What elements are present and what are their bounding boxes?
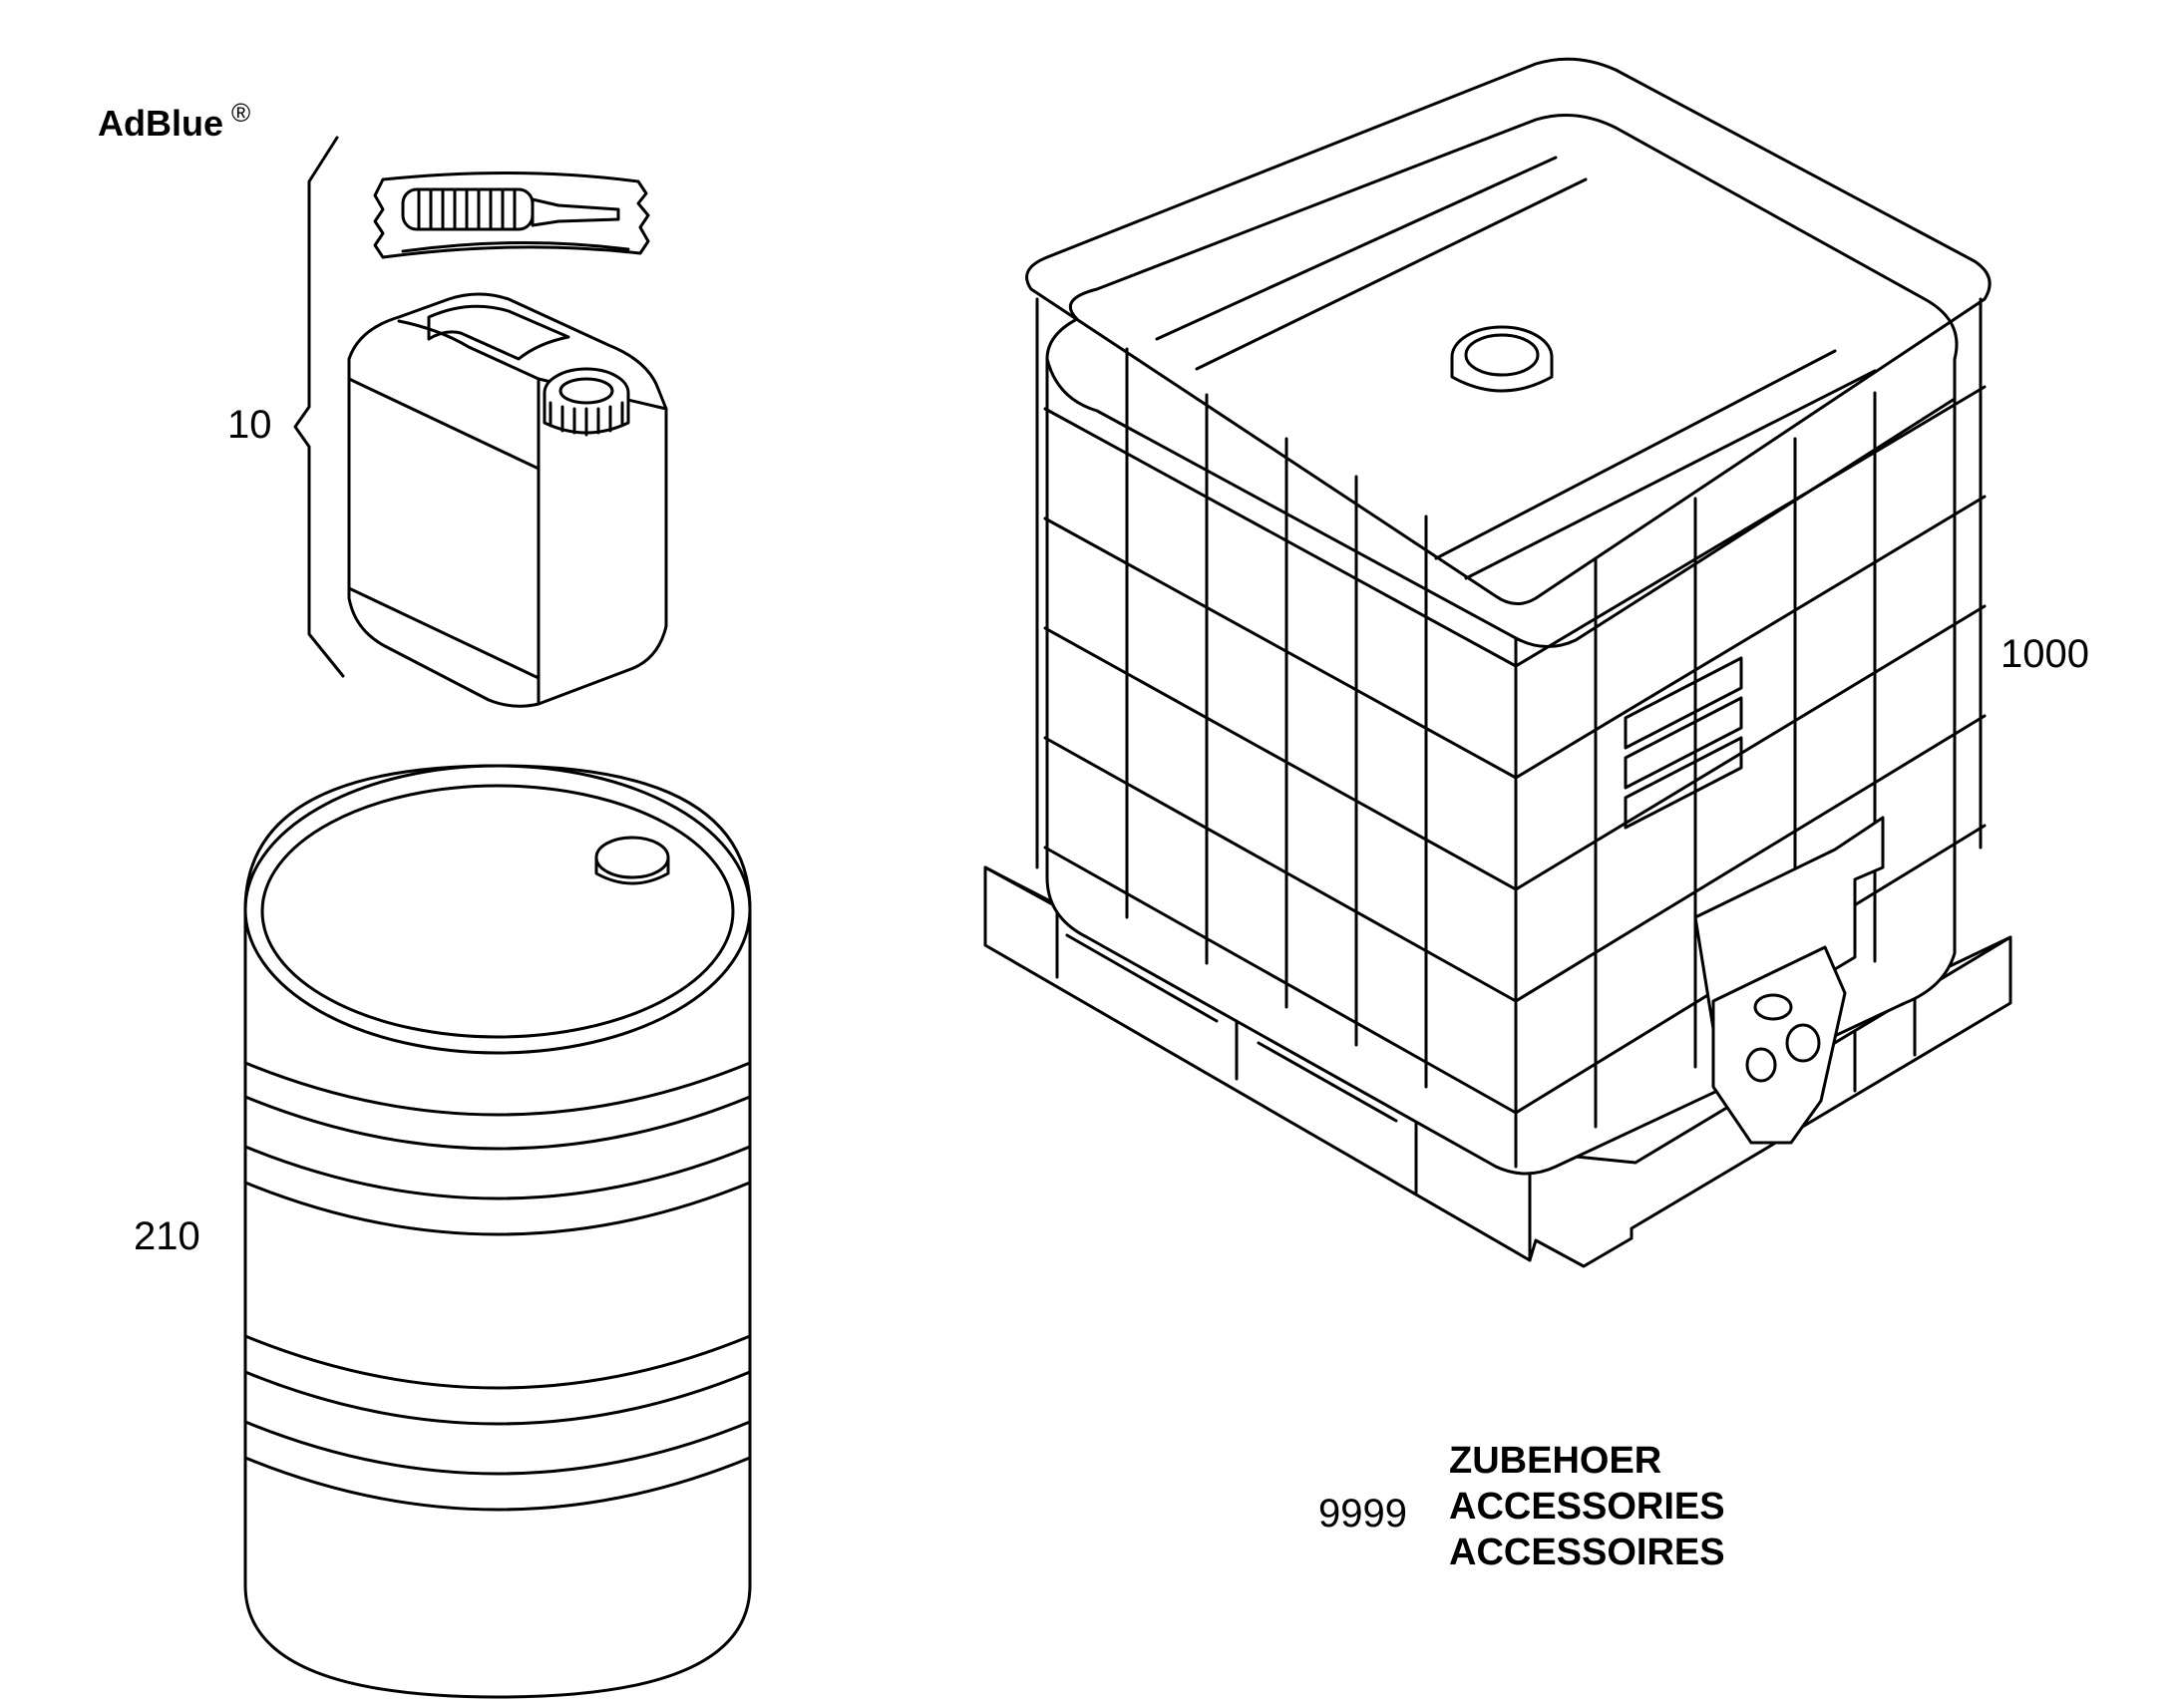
group-title-de: ZUBEHOER	[1449, 1440, 1662, 1482]
brand-label: AdBlue ®	[98, 98, 250, 145]
item-number-210[interactable]: 210	[134, 1214, 200, 1258]
registered-mark: ®	[231, 98, 251, 128]
group-number: 9999	[1318, 1492, 1407, 1536]
bracket-item-10	[293, 136, 345, 678]
group-title-fr: ACCESSOIRES	[1449, 1532, 1725, 1573]
brand-name: AdBlue	[98, 103, 223, 144]
group-title-en: ACCESSORIES	[1449, 1486, 1725, 1528]
item-number-10[interactable]: 10	[227, 403, 272, 447]
spout-pack	[373, 171, 650, 259]
item-number-1000[interactable]: 1000	[2000, 632, 2089, 676]
drum	[243, 764, 752, 1699]
jerrycan	[347, 292, 668, 708]
ibc-tank	[983, 57, 2012, 1268]
